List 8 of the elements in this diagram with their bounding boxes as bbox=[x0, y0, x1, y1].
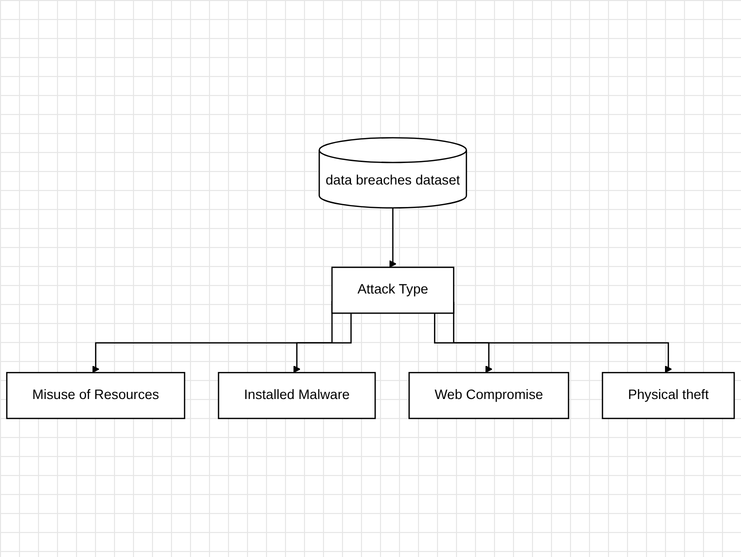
node-box: Installed Malware bbox=[218, 372, 376, 420]
node-box: Web Compromise bbox=[408, 372, 570, 420]
node-box: Attack Type bbox=[331, 267, 454, 314]
arrow bbox=[434, 314, 493, 374]
arrow bbox=[389, 208, 397, 268]
node-box: Misuse of Resources bbox=[6, 372, 186, 420]
arrow bbox=[293, 314, 352, 374]
node-box: Physical theft bbox=[602, 372, 735, 420]
